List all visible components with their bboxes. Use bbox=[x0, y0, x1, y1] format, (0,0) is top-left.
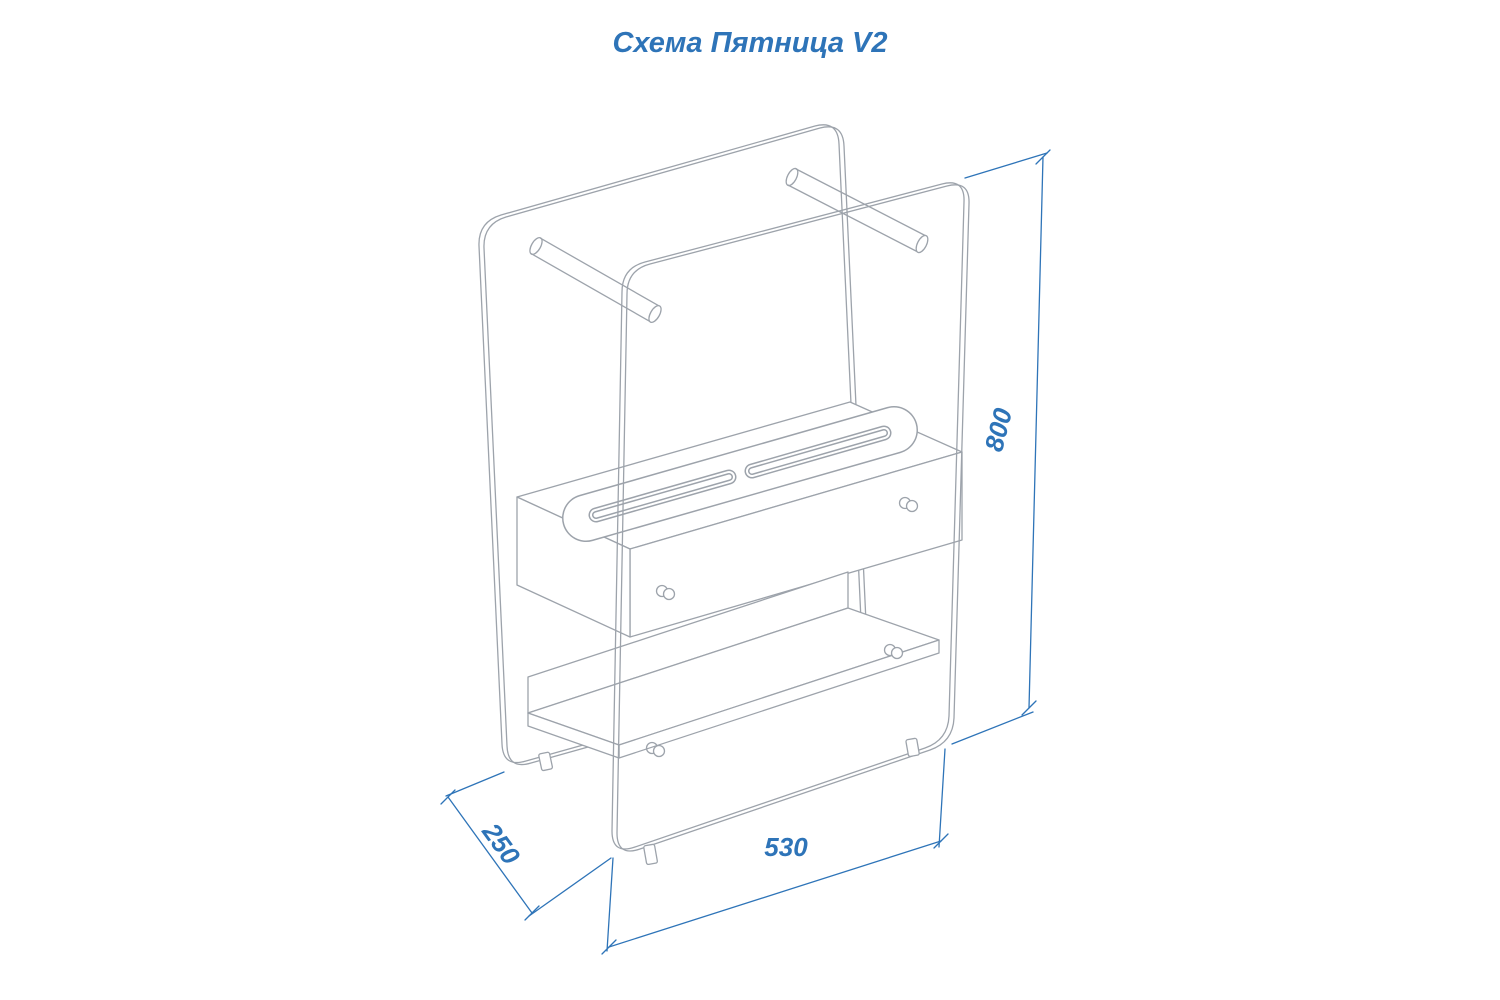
shelf-screw-right bbox=[883, 643, 904, 660]
extension-line bbox=[964, 152, 1048, 179]
dimension-width: 530 bbox=[601, 748, 949, 955]
top-rod-left bbox=[529, 236, 662, 324]
burner-screw-left bbox=[655, 584, 676, 601]
rod-edge bbox=[530, 253, 652, 323]
shelf-screw-left bbox=[645, 741, 666, 758]
screw-cap bbox=[905, 499, 919, 513]
dimension-depth: 250 bbox=[440, 771, 612, 921]
screw-cap bbox=[652, 744, 666, 758]
extension-line bbox=[951, 711, 1034, 745]
front-panel bbox=[611, 182, 970, 852]
dimension-height-label: 800 bbox=[978, 405, 1018, 455]
extension-line bbox=[528, 857, 612, 917]
extension-line bbox=[938, 748, 946, 848]
rod-edge bbox=[539, 237, 661, 307]
feet bbox=[538, 737, 920, 866]
foot-front-left bbox=[643, 843, 658, 866]
tick-mark bbox=[933, 833, 949, 849]
lower-shelf bbox=[527, 571, 940, 759]
rod-edge bbox=[795, 168, 927, 237]
tick-mark bbox=[601, 939, 617, 955]
rod-front-cap bbox=[915, 234, 929, 254]
front-panel-outline bbox=[611, 182, 965, 850]
screw-cap bbox=[890, 646, 904, 660]
dimension-width-label: 530 bbox=[764, 832, 808, 862]
rod-back-cap bbox=[529, 236, 543, 256]
rod-front-cap bbox=[648, 304, 662, 324]
tick-mark bbox=[1035, 149, 1051, 165]
dimension-line bbox=[1028, 156, 1044, 709]
diagram-title: Схема Пятница V2 bbox=[612, 27, 887, 59]
top-rod-right bbox=[785, 167, 929, 254]
dimension-line bbox=[608, 840, 942, 948]
front-panel-thickness-line bbox=[616, 184, 970, 852]
dimension-line bbox=[447, 796, 533, 914]
extension-line bbox=[606, 857, 614, 952]
slot-right-inner-mask bbox=[749, 430, 887, 474]
rod-back-cap bbox=[785, 167, 799, 187]
dimension-height: 800 bbox=[951, 149, 1051, 745]
burner-screw-right bbox=[898, 496, 919, 513]
rod-edge bbox=[787, 184, 919, 253]
dimension-depth-label: 250 bbox=[476, 817, 527, 871]
tick-mark bbox=[1021, 700, 1037, 716]
tick-mark bbox=[524, 905, 540, 921]
foot-front-right bbox=[905, 737, 920, 758]
screw-cap bbox=[662, 587, 676, 601]
extension-line bbox=[445, 771, 505, 797]
burner-box bbox=[516, 401, 963, 638]
foot-back-left bbox=[538, 751, 554, 772]
tick-mark bbox=[440, 789, 456, 805]
